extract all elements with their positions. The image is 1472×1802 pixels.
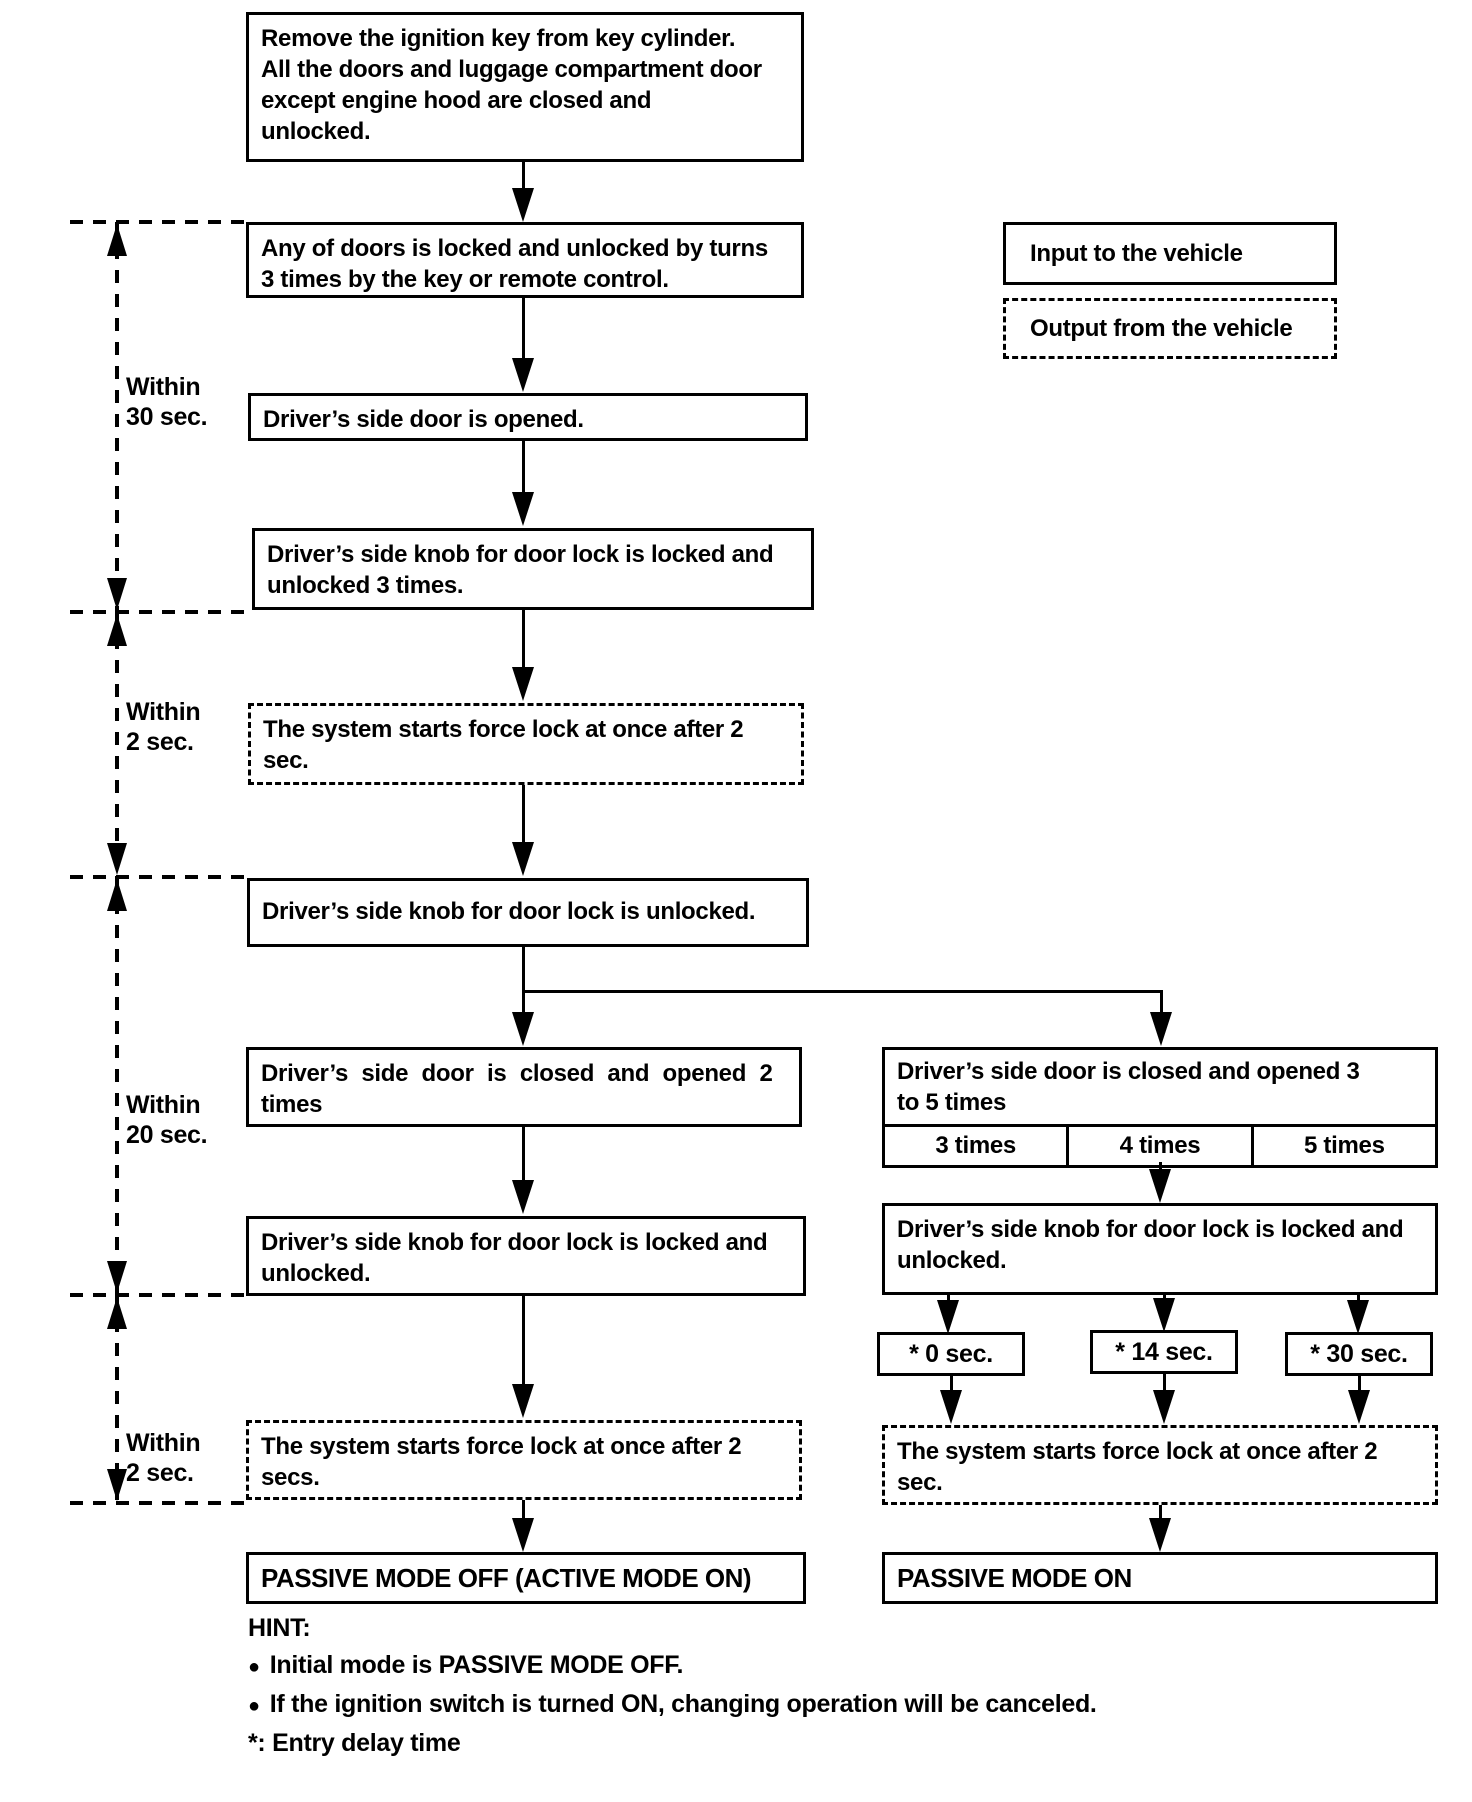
flow-box-start: Remove the ignition key from key cylinde… [246,12,804,162]
times-option-cell-3: 3 times [935,1132,1016,1159]
arrow-down-icon [1150,1012,1172,1046]
flow-box-driver-door-opened: Driver’s side door is opened. [248,393,808,441]
flow-line [1160,990,1163,1014]
flow-box-knob-locked-unlocked-3-times: Driver’s side knob for door lock is lock… [252,528,814,610]
arrow-down-icon [1348,1390,1370,1424]
bracket-dashed-line [70,610,254,614]
bracket-dashed-rail [115,612,119,877]
timing-label-within-2-sec-upper: Within 2 sec. [126,698,201,756]
legend-output-from-vehicle: Output from the vehicle [1003,298,1337,359]
flow-line [522,946,525,1014]
flow-line [1357,1295,1360,1303]
timing-label-within-2-sec-lower: Within 2 sec. [126,1429,201,1487]
entry-delay-box-0-sec: * 0 sec. [877,1332,1025,1376]
arrow-up-icon [107,1297,127,1329]
arrow-down-icon [1153,1390,1175,1424]
timing-label-within-20-sec: Within 20 sec. [126,1091,208,1149]
arrow-down-icon [512,842,534,876]
flow-line [522,1500,525,1520]
flow-line [522,298,525,360]
timing-label-within-30-sec: Within 30 sec. [126,373,208,431]
hint-bullet-2-text: If the ignition switch is turned ON, cha… [269,1690,1097,1718]
arrow-down-icon [107,1261,127,1293]
flow-box-knob-locked-unlocked-right: Driver’s side knob for door lock is lock… [882,1203,1438,1295]
flow-line [1159,1505,1162,1523]
arrow-down-icon [512,492,534,526]
bullet-icon: ● [248,1656,260,1678]
entry-delay-box-30-sec: * 30 sec. [1285,1332,1433,1376]
flow-box-force-lock-output-left: The system starts force lock at once aft… [246,1420,802,1500]
door-closed-3-to-5-text: Driver’s side door is closed and opened … [897,1058,1360,1116]
bracket-dashed-rail [115,877,119,1295]
times-options-row: 3 times 4 times 5 times [885,1124,1435,1165]
bracket-dashed-line [70,1501,248,1505]
arrow-down-icon [1153,1298,1175,1332]
arrow-down-icon [512,1012,534,1046]
flow-line [950,1376,953,1400]
arrow-down-icon [512,188,534,222]
arrow-down-icon [512,667,534,701]
hint-block: HINT: ● Initial mode is PASSIVE MODE OFF… [248,1610,1248,1762]
hint-title: HINT: [248,1614,311,1642]
arrow-up-icon [107,614,127,646]
flow-line [522,610,525,670]
flow-box-passive-mode-on: PASSIVE MODE ON [882,1552,1438,1604]
flow-box-any-doors-locked-unlocked: Any of doors is locked and unlocked by t… [246,222,804,298]
flow-line [522,785,525,845]
hint-footnote: *: Entry delay time [248,1729,461,1757]
bracket-dashed-rail [115,222,119,612]
flow-line [1358,1376,1361,1400]
arrow-down-icon [107,1469,127,1501]
times-option-cell-5: 5 times [1250,1127,1435,1165]
arrow-down-icon [512,1518,534,1552]
bracket-dashed-line [70,875,248,879]
arrow-down-icon [1149,1518,1171,1552]
arrow-down-icon [107,843,127,875]
flow-box-force-lock-output-right: The system starts force lock at once aft… [882,1425,1438,1505]
flow-line [522,1127,525,1183]
flow-line [522,441,525,496]
times-option-cell-4: 4 times [1066,1127,1250,1165]
bracket-dashed-line [70,220,248,224]
arrow-down-icon [512,358,534,392]
flow-line [522,1296,525,1388]
bracket-dashed-rail [115,1295,119,1503]
arrow-down-icon [512,1384,534,1418]
flow-line [1163,1374,1166,1398]
arrow-down-icon [512,1180,534,1214]
hint-bullet-2: ● If the ignition switch is turned ON, c… [248,1686,1248,1725]
entry-delay-box-14-sec: * 14 sec. [1090,1330,1238,1374]
arrow-down-icon [1347,1300,1369,1334]
bracket-dashed-line [70,1293,248,1297]
branch-line [522,990,1163,993]
flow-box-door-closed-opened-2-times: Driver’s side door is closed and opened … [246,1047,802,1127]
hint-bullet-1: ● Initial mode is PASSIVE MODE OFF. [248,1647,1248,1686]
arrow-down-icon [1149,1169,1171,1203]
arrow-down-icon [107,578,127,610]
hint-bullet-1-text: Initial mode is PASSIVE MODE OFF. [269,1651,684,1679]
legend-input-to-vehicle: Input to the vehicle [1003,222,1337,285]
flow-line [947,1295,950,1303]
bullet-icon: ● [248,1695,260,1717]
arrow-down-icon [940,1390,962,1424]
flow-box-passive-mode-off: PASSIVE MODE OFF (ACTIVE MODE ON) [246,1552,806,1604]
flow-line [522,162,525,192]
flow-box-force-lock-output-1: The system starts force lock at once aft… [248,703,804,785]
flow-box-knob-locked-unlocked-left: Driver’s side knob for door lock is lock… [246,1216,806,1296]
flow-box-knob-unlocked: Driver’s side knob for door lock is unlo… [247,878,809,947]
arrow-up-icon [107,224,127,256]
arrow-up-icon [107,879,127,911]
flow-line [1159,1162,1162,1172]
arrow-down-icon [937,1300,959,1334]
flow-box-door-closed-opened-3-to-5-times: Driver’s side door is closed and opened … [882,1047,1438,1168]
